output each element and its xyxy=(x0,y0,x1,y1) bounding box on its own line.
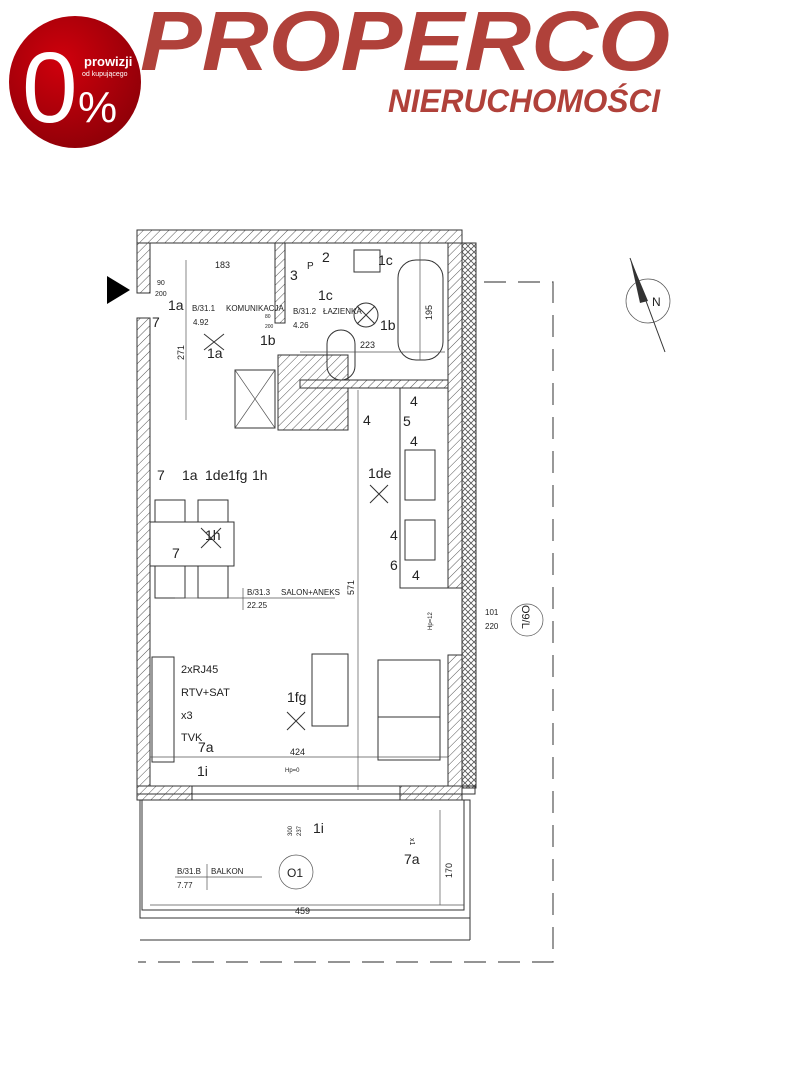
room-code-lazienka: B/31.2 xyxy=(293,307,317,316)
brand-subtitle: NIERUCHOMOŚCI xyxy=(388,83,661,119)
door2-height: 200 xyxy=(265,324,274,330)
room-area-balkon: 7.77 xyxy=(177,881,193,890)
sym-1a: 1a xyxy=(182,467,198,483)
north-label: N xyxy=(652,295,661,309)
sym-7a: 7a xyxy=(198,739,214,755)
north-compass-icon: N xyxy=(625,257,671,353)
commission-badge xyxy=(9,16,141,148)
room-area-lazienka: 4.26 xyxy=(293,321,309,330)
window-tag-circle xyxy=(510,603,544,637)
dim-424: 424 xyxy=(290,747,305,757)
sym-7: 7 xyxy=(152,314,160,330)
sofa xyxy=(377,659,441,761)
sym-7a: 7a xyxy=(404,851,420,867)
room-code-salon: B/31.3 xyxy=(247,588,271,597)
sym-4: 4 xyxy=(363,412,371,428)
sym-1b: 1b xyxy=(380,317,396,333)
door1-height: 200 xyxy=(155,291,167,298)
room-name-lazienka: ŁAZIENKA xyxy=(323,307,362,316)
entry-arrow-icon xyxy=(107,276,130,304)
balcony-tag: O1 xyxy=(287,866,303,880)
dim-223: 223 xyxy=(360,340,375,350)
sym-1de: 1de xyxy=(205,467,229,483)
label-rj45: 2xRJ45 xyxy=(181,664,218,676)
parking-symbol: P xyxy=(307,261,314,272)
room-name-balkon: BALKON xyxy=(211,867,244,876)
coffee-table xyxy=(311,653,349,727)
label-rtv-sat: RTV+SAT xyxy=(181,687,230,699)
badge-line2: od kupującego xyxy=(82,71,128,78)
ceiling-light-icon xyxy=(353,302,379,328)
dim-459: 459 xyxy=(295,906,310,916)
sym-4: 4 xyxy=(410,433,418,449)
sym-1c: 1c xyxy=(378,252,393,268)
badge-line1: prowizji xyxy=(84,54,132,69)
sym-1i: 1i xyxy=(313,820,324,836)
stove xyxy=(404,519,436,561)
dim-271: 271 xyxy=(176,345,186,360)
dim-101: 101 xyxy=(485,608,499,617)
badge-zero: 0 xyxy=(22,32,78,144)
sym-x3: x3 xyxy=(181,710,193,722)
bathtub xyxy=(397,259,444,361)
dim-237: 237 xyxy=(297,825,303,836)
sink xyxy=(404,449,436,501)
sym-1i: 1i xyxy=(197,763,208,779)
sym-2: 2 xyxy=(322,249,330,265)
balcony xyxy=(139,799,471,941)
dim-170: 170 xyxy=(444,863,454,878)
sym-4: 4 xyxy=(390,527,398,543)
sym-7: 7 xyxy=(172,545,180,561)
sym-7: 7 xyxy=(157,467,165,483)
sym-1h: 1h xyxy=(205,527,221,543)
sym-x1: x1 xyxy=(408,838,415,846)
room-area-salon: 22.25 xyxy=(247,601,268,610)
dim-195: 195 xyxy=(424,305,434,320)
sym-1h: 1h xyxy=(252,467,268,483)
sym-1b: 1b xyxy=(260,332,276,348)
sym-3: 3 xyxy=(290,267,298,283)
walls xyxy=(136,229,477,801)
sym-1fg: 1fg xyxy=(228,467,247,483)
hp0: Hp=0 xyxy=(285,768,300,774)
room-name-salon: SALON+ANEKS xyxy=(281,588,340,597)
dining-table xyxy=(149,521,235,567)
sym-4: 4 xyxy=(412,567,420,583)
window-tag: O9/L xyxy=(519,605,531,629)
sym-1de: 1de xyxy=(368,465,392,481)
badge-percent: % xyxy=(78,83,117,132)
tv-cabinet xyxy=(151,656,175,763)
door1-width: 90 xyxy=(157,280,165,287)
door2-width: 80 xyxy=(265,314,271,320)
sym-1c: 1c xyxy=(318,287,333,303)
hp12: Hp=12 xyxy=(428,611,434,630)
light-markers xyxy=(200,333,389,731)
label-tvk: TVK xyxy=(181,732,203,744)
room-code-balkon: B/31.B xyxy=(177,867,201,876)
sym-1a: 1a xyxy=(168,297,184,313)
properco-logo: 0 % prowizji od kupującego PROPERCO NIER… xyxy=(9,0,670,148)
dim-300: 300 xyxy=(288,825,294,836)
wardrobe xyxy=(234,369,276,429)
sym-1a: 1a xyxy=(207,345,223,361)
room-name-komunikacja: KOMUNIKACJA xyxy=(226,304,284,313)
room-area-komunikacja: 4.92 xyxy=(193,318,209,327)
dim-183: 183 xyxy=(215,260,230,270)
sym-1fg: 1fg xyxy=(287,689,306,705)
building-outline xyxy=(138,281,554,963)
balcony-tag-circle xyxy=(278,854,314,890)
kitchen-counter xyxy=(399,387,449,589)
dim-220: 220 xyxy=(485,622,499,631)
toilet xyxy=(326,329,356,381)
sym-4: 4 xyxy=(410,393,418,409)
dim-571: 571 xyxy=(346,580,356,595)
sym-5: 5 xyxy=(403,413,411,429)
brand-name: PROPERCO xyxy=(140,0,670,88)
room-code-komunikacja: B/31.1 xyxy=(192,304,216,313)
sym-6: 6 xyxy=(390,557,398,573)
washbasin xyxy=(353,249,381,273)
